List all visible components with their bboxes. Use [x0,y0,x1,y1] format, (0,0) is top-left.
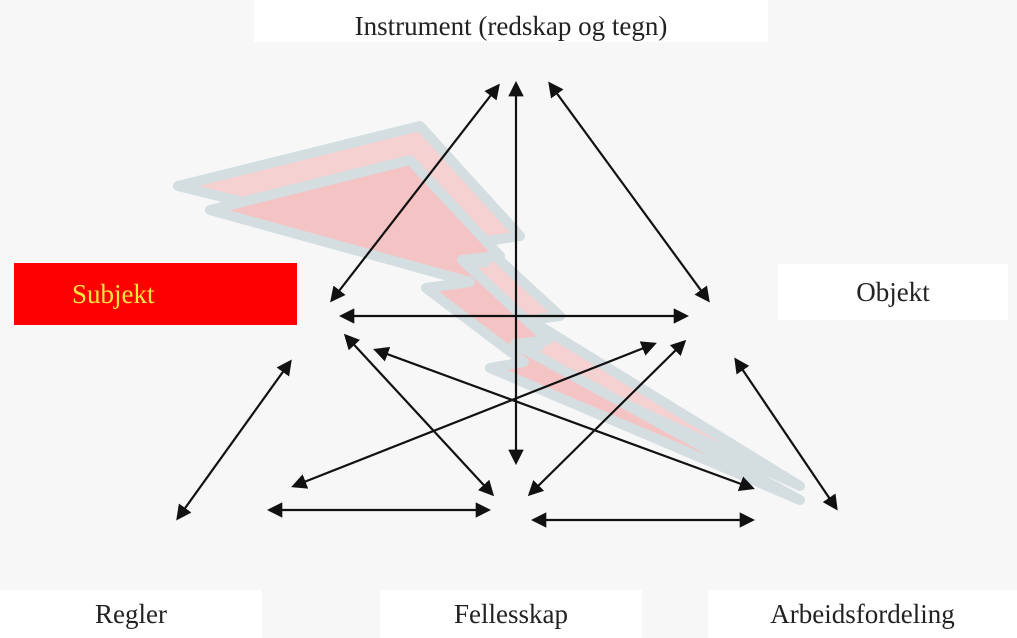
arrow-objekt-arbeidsfordeling [734,357,838,511]
node-arbeidsfordeling: Arbeidsfordeling [708,590,1017,638]
node-instrument-label: Instrument (redskap og tegn) [354,11,668,41]
arrow-objekt-fellesskap [527,339,687,497]
node-objekt: Objekt [778,264,1008,320]
node-subjekt: Subjekt [14,263,297,325]
node-objekt-label: Objekt [856,276,930,307]
arrow-subjekt-arbeidsfordeling [373,347,755,491]
arrow-instrument-subjekt [330,83,500,303]
arrow-objekt-regler [291,341,657,489]
arrow-instrument-objekt [548,81,710,303]
node-regler: Regler [0,590,262,638]
arrow-subjekt-fellesskap [343,333,495,497]
node-fellesskap: Fellesskap [380,590,642,638]
node-fellesskap-label: Fellesskap [454,598,568,629]
arrow-subjekt-regler [176,359,292,521]
node-instrument: Instrument (redskap og tegn) [254,0,768,42]
node-regler-label: Regler [95,598,167,629]
node-arbeidsfordeling-label: Arbeidsfordeling [770,598,955,629]
node-subjekt-label: Subjekt [72,278,155,309]
